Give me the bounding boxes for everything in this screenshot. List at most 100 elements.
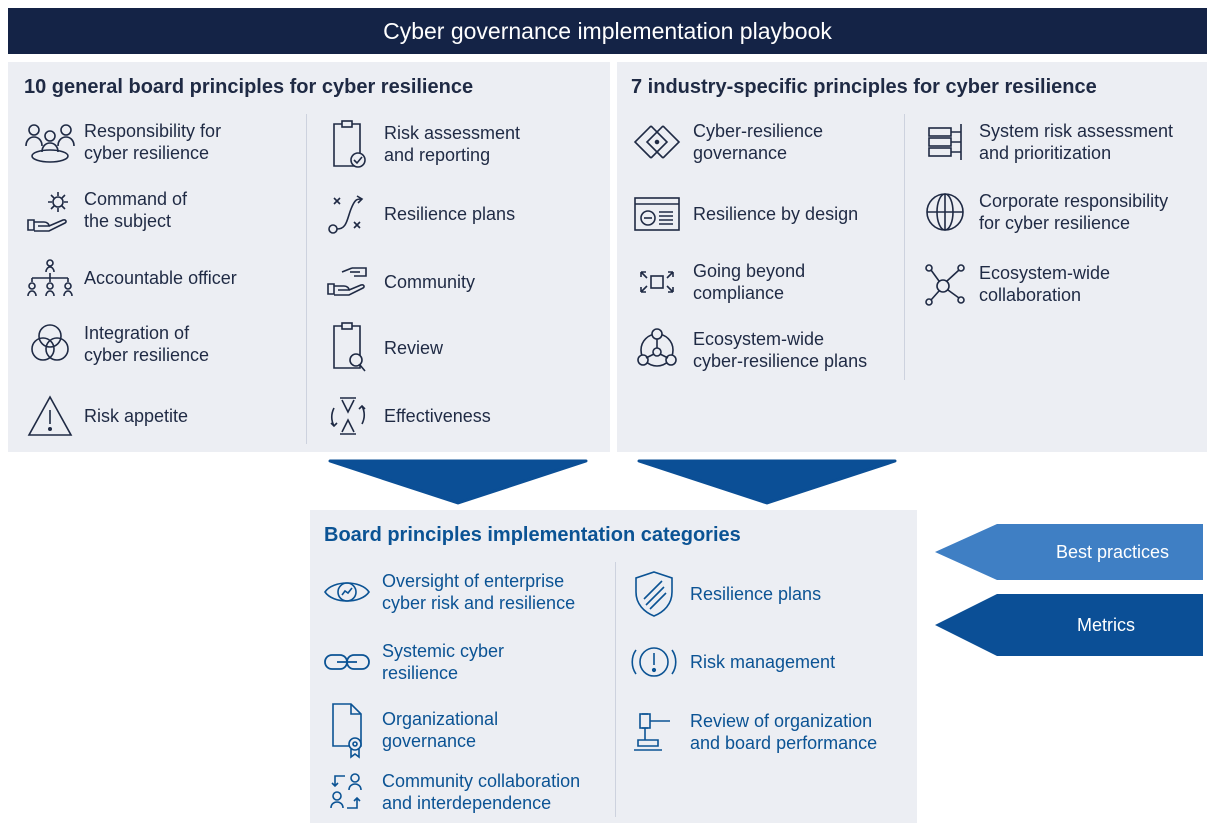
principle-label: Effectiveness [384, 406, 491, 426]
principle-beyond-compliance: Going beyond compliance [627, 258, 805, 306]
principle-label: and prioritization [979, 143, 1112, 163]
principle-cyber-governance: Cyber-resilience governance [627, 118, 823, 166]
category-label: Oversight of enterprise [382, 571, 565, 591]
expand-frame-icon [627, 258, 687, 306]
category-systemic: Systemic cyber resilience [316, 638, 504, 686]
best-practices-label: Best practices [1055, 541, 1169, 562]
category-label: governance [382, 731, 477, 751]
globe-icon [915, 188, 975, 236]
chain-link-icon [316, 638, 378, 686]
principle-label: Command of [84, 189, 188, 209]
principle-label: Integration of [84, 323, 190, 343]
principle-label: Review [384, 338, 444, 358]
category-label: and board performance [690, 733, 878, 753]
principle-label: Going beyond [693, 261, 806, 281]
category-label: cyber risk and resilience [382, 593, 576, 613]
stack-servers-icon [915, 118, 975, 166]
principle-label: Risk appetite [84, 406, 189, 426]
path-plan-icon [318, 190, 378, 238]
principle-label: the subject [84, 211, 172, 231]
gavel-icon [624, 706, 684, 758]
diamond-network-icon [627, 118, 687, 166]
category-oversight: Oversight of enterprise cyber risk and r… [316, 568, 575, 616]
principle-label: compliance [693, 283, 785, 303]
hand-gear-icon [20, 186, 80, 234]
principle-community: Community [318, 258, 475, 306]
industry-principles-panel: 7 industry-specific principles for cyber… [617, 62, 1207, 452]
clipboard-check-icon [318, 118, 378, 170]
categories-panel: Board principles implementation categori… [310, 510, 917, 823]
handshake-icon [318, 258, 378, 306]
principle-label: Ecosystem-wide [693, 329, 825, 349]
principle-label: cyber resilience [84, 143, 210, 163]
principle-resilience-plans: Resilience plans [318, 190, 515, 238]
alert-circle-icon [624, 638, 684, 686]
principle-label: Community [384, 272, 476, 292]
network-circle-icon [627, 324, 687, 376]
general-divider [306, 114, 307, 444]
general-principles-title: 10 general board principles for cyber re… [24, 76, 474, 98]
blueprint-icon [627, 190, 687, 238]
principle-label: and reporting [384, 145, 491, 165]
principle-label: governance [693, 143, 788, 163]
certificate-icon [316, 700, 378, 760]
principle-label: cyber-resilience plans [693, 351, 868, 371]
principle-corporate-responsibility: Corporate responsibility for cyber resil… [915, 188, 1168, 236]
venn-circles-icon [20, 320, 80, 368]
metrics-label: Metrics [1077, 614, 1135, 635]
clipboard-search-icon [318, 320, 378, 376]
eye-chart-icon [316, 568, 378, 616]
principle-review: Review [318, 320, 443, 376]
categories-divider [615, 562, 616, 817]
best-practices-tag: Best practices [935, 524, 1203, 580]
right-down-arrow [637, 459, 897, 505]
node-network-icon [915, 258, 975, 310]
category-label: Risk management [690, 652, 836, 672]
category-label: Resilience plans [690, 584, 822, 604]
principle-effectiveness: Effectiveness [318, 392, 491, 440]
principle-label: for cyber resilience [979, 213, 1131, 233]
header-title: Cyber governance implementation playbook [383, 17, 832, 44]
category-resilience-plans: Resilience plans [624, 568, 821, 620]
category-label: Community collaboration [382, 771, 581, 791]
principle-ecosystem-collaboration: Ecosystem-wide collaboration [915, 258, 1110, 310]
principle-label: Ecosystem-wide [979, 263, 1111, 283]
industry-divider [904, 114, 905, 380]
people-exchange-icon [316, 768, 378, 816]
category-review-performance: Review of organization and board perform… [624, 706, 877, 758]
principle-label: Cyber-resilience [693, 121, 824, 141]
category-label: Organizational [382, 709, 499, 729]
principle-risk-assessment: Risk assessment and reporting [318, 118, 520, 170]
category-label: and interdependence [382, 793, 552, 813]
principle-label: Corporate responsibility [979, 191, 1169, 211]
principle-label: Resilience plans [384, 204, 516, 224]
people-group-icon [20, 118, 80, 166]
principle-label: Risk assessment [384, 123, 521, 143]
metrics-tag: Metrics [935, 594, 1203, 656]
principle-resilience-by-design: Resilience by design [627, 190, 858, 238]
principle-label: System risk assessment [979, 121, 1174, 141]
category-community: Community collaboration and interdepende… [316, 768, 580, 816]
principle-risk-appetite: Risk appetite [20, 392, 188, 440]
org-chart-icon [20, 254, 80, 302]
category-label: Review of organization [690, 711, 873, 731]
category-org-governance: Organizational governance [316, 700, 498, 760]
principle-accountable-officer: Accountable officer [20, 254, 237, 302]
principle-integration: Integration of cyber resilience [20, 320, 209, 368]
category-risk-management: Risk management [624, 638, 835, 686]
principle-system-risk: System risk assessment and prioritizatio… [915, 118, 1173, 166]
principle-responsibility: Responsibility for cyber resilience [20, 118, 221, 166]
left-down-arrow [328, 459, 588, 505]
categories-title: Board principles implementation categori… [324, 524, 741, 546]
principle-label: Accountable officer [84, 268, 237, 288]
category-label: Systemic cyber [382, 641, 505, 661]
principle-command: Command of the subject [20, 186, 187, 234]
principle-label: Responsibility for [84, 121, 222, 141]
general-principles-panel: 10 general board principles for cyber re… [8, 62, 610, 452]
playbook-header: Cyber governance implementation playbook [8, 8, 1207, 54]
industry-principles-title: 7 industry-specific principles for cyber… [631, 76, 1097, 98]
principle-label: collaboration [979, 285, 1082, 305]
hourglass-cycle-icon [318, 392, 378, 440]
category-label: resilience [382, 663, 459, 683]
shield-icon [624, 568, 684, 620]
